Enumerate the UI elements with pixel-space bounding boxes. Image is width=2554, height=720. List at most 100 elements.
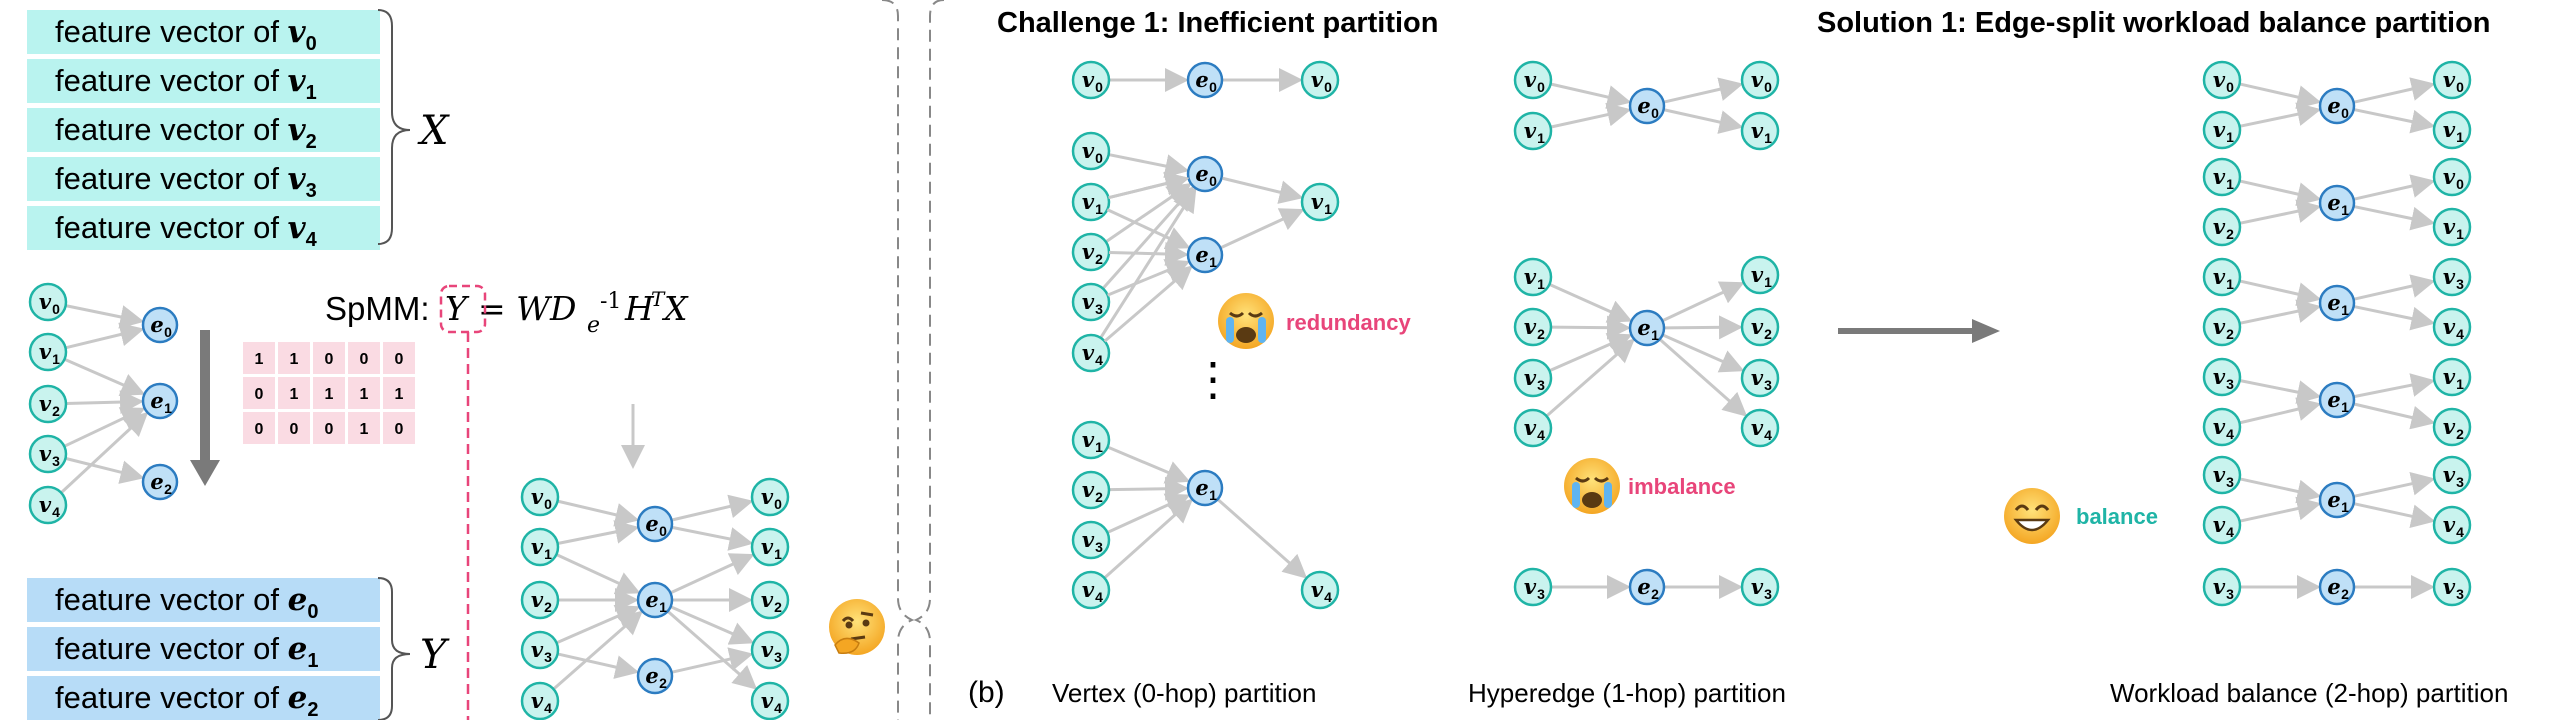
svg-text:4: 4: [2456, 326, 2464, 342]
svg-text:v: v: [531, 637, 544, 662]
svg-text:0: 0: [2456, 79, 2464, 95]
edge-feature-brace: [377, 577, 411, 720]
incidence-arrow: [1103, 498, 1194, 580]
svg-text:4: 4: [2226, 426, 2234, 442]
vertex-feature-row: feature vector of v2: [27, 108, 380, 153]
incidence-arrow: [1108, 476, 1190, 501]
edge-feature-box: [27, 578, 380, 622]
incidence-arrow: [1101, 185, 1195, 290]
incidence-arrow: [1108, 153, 1190, 178]
matrix-cell: [348, 377, 380, 409]
caption-hyperedge-partition: Hyperedge (1-hop) partition: [1468, 678, 1786, 708]
y-highlight-box: [439, 284, 487, 334]
svg-text:v: v: [1524, 118, 1537, 143]
svg-text:1: 1: [1095, 201, 1103, 217]
panel-b-label: (b): [968, 676, 1005, 709]
svg-text:1: 1: [1764, 130, 1772, 146]
svg-text:v: v: [2213, 462, 2226, 487]
incidence-arrow: [2354, 305, 2436, 331]
svg-text:e: e: [1637, 574, 1650, 599]
svg-text:v: v: [2213, 414, 2226, 439]
incidence-arrow: [63, 357, 146, 396]
svg-text:3: 3: [2226, 376, 2234, 392]
matrix-cell: [348, 342, 380, 374]
svg-text:-1: -1: [600, 289, 621, 314]
vertex-feature-box: [27, 157, 380, 201]
incidence-arrow: [1659, 338, 1748, 417]
svg-text:4: 4: [1095, 589, 1103, 605]
svg-text:v: v: [531, 688, 544, 713]
svg-text:0: 0: [1095, 150, 1103, 166]
imbalance-label: imbalance: [1628, 474, 1736, 499]
matrix-cell-value: 0: [290, 421, 299, 438]
incidence-arrow: [65, 322, 145, 350]
incidence-arrow: [2239, 279, 2322, 306]
svg-text:3: 3: [1764, 586, 1772, 602]
svg-text:v: v: [2443, 117, 2456, 142]
incidence-arrow: [2239, 299, 2322, 325]
svg-text:0: 0: [52, 301, 60, 317]
svg-text:1: 1: [2341, 302, 2349, 318]
incidence-arrow: [1107, 445, 1191, 484]
svg-text:= WD: = WD: [478, 289, 577, 328]
svg-text:0: 0: [1209, 173, 1217, 189]
svg-text:v: v: [39, 339, 52, 364]
svg-text:2: 2: [1537, 326, 1545, 342]
svg-text:1: 1: [1209, 487, 1217, 503]
svg-text:0: 0: [774, 496, 782, 512]
matrix-cell-value: 0: [255, 386, 264, 403]
incidence-arrow: [555, 553, 641, 595]
svg-text:3: 3: [1764, 377, 1772, 393]
incidence-arrow: [2239, 477, 2322, 504]
svg-text:1: 1: [659, 599, 667, 615]
svg-text:1: 1: [1764, 274, 1772, 290]
svg-text:3: 3: [2456, 586, 2464, 602]
incidence-arrow: [2239, 199, 2322, 225]
matrix-cell-value: 0: [395, 351, 404, 368]
incidence-arrow: [1108, 171, 1190, 200]
thinking-emoji-icon: [829, 599, 885, 655]
svg-text:1: 1: [2456, 226, 2464, 242]
matrix-cell-value: 1: [360, 386, 369, 403]
spmm-formula: SpMM: Y = WD e -1 H T X: [325, 284, 689, 720]
svg-text:e: e: [2327, 387, 2340, 412]
svg-text:v: v: [2213, 512, 2226, 537]
incidence-arrow: [2239, 496, 2322, 523]
svg-text:0: 0: [2341, 105, 2349, 121]
svg-text:e: e: [645, 587, 658, 612]
svg-text:H: H: [624, 289, 655, 328]
svg-text:v: v: [1751, 67, 1764, 92]
svg-text:0: 0: [164, 324, 172, 340]
incidence-arrow: [2354, 108, 2436, 134]
svg-text:v: v: [2213, 314, 2226, 339]
incidence-arrow: [667, 610, 758, 690]
svg-text:e: e: [150, 469, 163, 494]
incidence-arrow: [2354, 274, 2436, 301]
incidence-arrow: [1548, 282, 1633, 323]
incidence-arrow: [1222, 176, 1304, 204]
svg-text:e: e: [1195, 242, 1208, 267]
